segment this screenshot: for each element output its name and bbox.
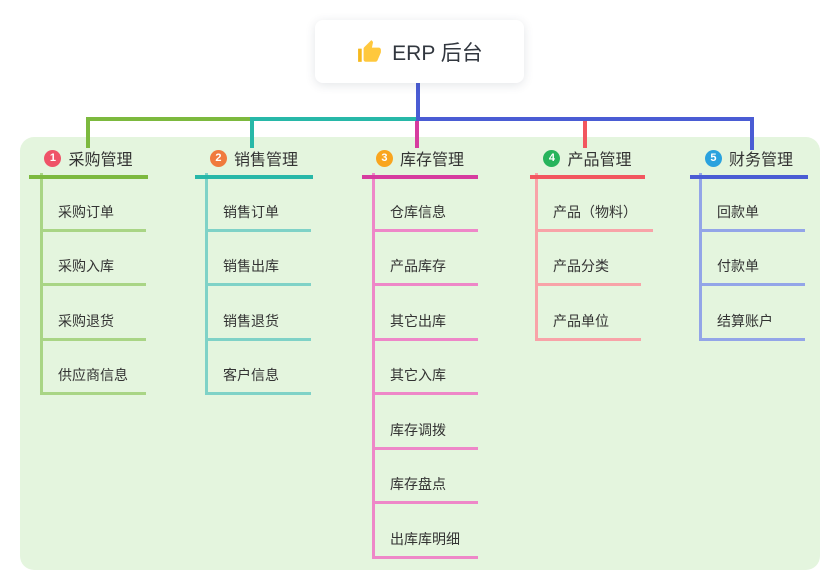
child-node[interactable]: 销售退货 [205,311,311,341]
branch5-children-spine [699,173,702,341]
child-node[interactable]: 销售出库 [205,256,311,286]
child-node[interactable]: 采购入库 [40,256,146,286]
child-node[interactable]: 出库库明细 [372,529,478,559]
branch-node-sales[interactable]: 2 销售管理 [195,146,313,179]
branch-label: 采购管理 [68,152,133,169]
child-node[interactable]: 采购订单 [40,202,146,232]
branch-node-finance[interactable]: 5 财务管理 [690,146,808,179]
badge-1-icon: 1 [44,149,62,167]
child-node[interactable]: 产品分类 [535,256,641,286]
branch1-drop-line [86,117,90,148]
branch2-drop-line [250,117,254,148]
branch-node-product[interactable]: 4 产品管理 [530,146,645,179]
bus-line-green [86,117,252,121]
child-node[interactable]: 产品库存 [372,256,478,286]
child-node[interactable]: 产品（物料） [535,202,653,232]
branch-node-purchase[interactable]: 1 采购管理 [29,146,148,179]
bus-line-teal [250,117,418,121]
thumbs-up-icon [358,39,382,62]
child-node[interactable]: 库存盘点 [372,474,478,504]
child-node[interactable]: 其它入库 [372,365,478,395]
mindmap-background-panel [20,137,820,570]
child-node[interactable]: 产品单位 [535,311,641,341]
badge-4-icon: 4 [543,149,561,167]
branch-label: 产品管理 [567,152,632,169]
branch-label: 库存管理 [399,152,464,169]
branch3-children-spine [372,173,375,559]
branch-node-inventory[interactable]: 3 库存管理 [362,146,478,179]
child-node[interactable]: 付款单 [699,256,805,286]
branch-label: 财务管理 [728,152,793,169]
badge-3-icon: 3 [375,149,393,167]
branch4-children-spine [535,173,538,341]
branch3-drop-line [415,117,419,148]
branch4-drop-line [583,117,587,148]
root-connector-line [416,83,420,119]
child-node[interactable]: 结算账户 [699,311,805,341]
child-node[interactable]: 销售订单 [205,202,311,232]
bus-line-indigo [416,117,754,121]
branch-label: 销售管理 [233,152,298,169]
child-node[interactable]: 其它出库 [372,311,478,341]
badge-2-icon: 2 [209,149,227,167]
child-node[interactable]: 客户信息 [205,365,311,395]
child-node[interactable]: 供应商信息 [40,365,146,395]
badge-5-icon: 5 [704,149,722,167]
branch5-drop-line [750,117,754,150]
child-node[interactable]: 回款单 [699,202,805,232]
child-node[interactable]: 采购退货 [40,311,146,341]
child-node[interactable]: 仓库信息 [372,202,478,232]
child-node[interactable]: 库存调拨 [372,420,478,450]
root-node-erp[interactable]: ERP 后台 [315,20,524,83]
root-node-label: ERP 后台 [392,41,483,65]
